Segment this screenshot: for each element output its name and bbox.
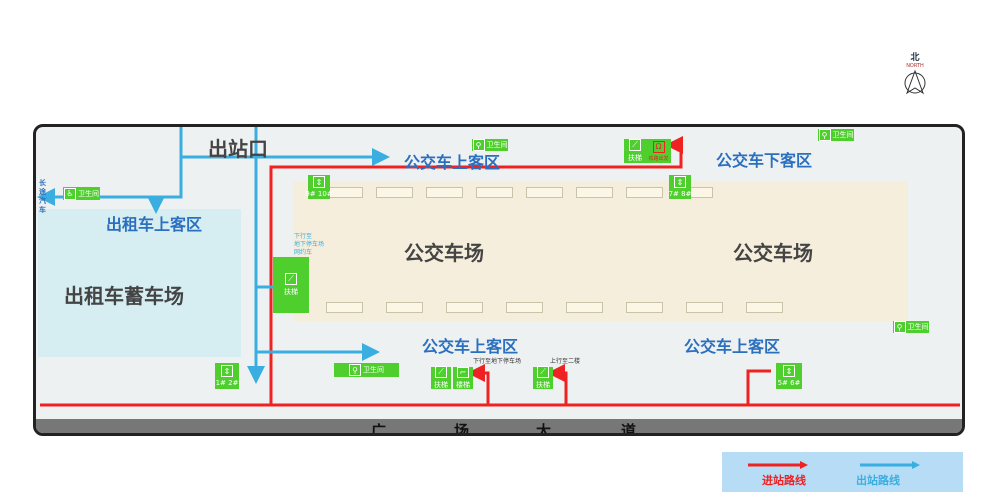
bus-board-north-label: 公交车上客区 xyxy=(404,153,501,172)
inbound-route xyxy=(40,136,960,407)
bus-drop-label: 公交车下客区 xyxy=(716,151,813,170)
bus-yard xyxy=(293,181,908,321)
toilet-sign: ⚲卫生间 xyxy=(334,363,399,377)
bus-board-south-label: 公交车上客区 xyxy=(422,337,519,356)
north-arrow-icon xyxy=(904,69,926,95)
bus-yard-east-label: 公交车场 xyxy=(733,241,813,265)
down-parking-note: 下行至地下停车场 xyxy=(473,358,522,365)
elevator-icon: ⇕ xyxy=(674,176,686,188)
toilet-sign: ♿卫生间 xyxy=(63,187,100,200)
elevator-icon: ⇕ xyxy=(313,176,325,188)
taxi-board-label: 出租车上客区 xyxy=(106,215,203,234)
bus-yard-west-label: 公交车场 xyxy=(404,241,484,265)
elevator-icon: ⇕ xyxy=(221,365,233,377)
plaza-avenue-road: 广 场 大 道 xyxy=(36,419,962,436)
legend: 进站路线 出站路线 xyxy=(722,452,963,492)
taxi-pool-label: 出租车蓄车场 xyxy=(64,284,184,308)
road-char: 道 xyxy=(621,422,637,436)
escalator-icon: ⟋ xyxy=(629,139,641,151)
escalator-icon: ⟋ xyxy=(435,366,447,378)
elevator-9-10: ⇕9# 10# xyxy=(305,175,333,199)
taxi-pool-area xyxy=(38,209,241,357)
inbound-legend-label: 进站路线 xyxy=(762,474,806,487)
station-map: 广 场 大 道 出站口 公交车上客区 公交车下客区 公交车场 公交车场 公交车上… xyxy=(33,124,965,436)
escalator-sign: ⟋扶梯 xyxy=(431,366,451,389)
bays xyxy=(326,187,886,313)
stairs-sign: ⌐楼梯 xyxy=(453,366,473,389)
compass-north-label: 北 xyxy=(910,53,920,63)
exit-label: 出站口 xyxy=(208,137,268,161)
coach-label: 长途汽车 xyxy=(39,179,46,214)
rail-icon: Ω xyxy=(652,140,665,153)
road-char: 大 xyxy=(536,422,552,436)
stairs-icon: ⌐ xyxy=(457,366,469,378)
compass-north-sub: NORTH xyxy=(906,63,924,69)
toilet-sign: ⚲卫生间 xyxy=(818,129,854,141)
escalator-sign: ⟋扶梯 xyxy=(273,257,309,313)
elevator-5-6: ⇕5# 6# xyxy=(776,363,802,389)
elevator-7-8: ⇕7# 8# xyxy=(669,175,691,199)
escalator-sign: ⟋扶梯 xyxy=(624,139,646,163)
elevator-1-2: ⇕1# 2# xyxy=(215,363,239,389)
compass: 北 NORTH xyxy=(900,50,930,99)
routes xyxy=(37,127,960,407)
down-parking-note: 下行至 地下停车场 网约车 xyxy=(294,233,325,256)
outbound-legend-arrow-icon xyxy=(860,461,920,469)
toilet-sign: ⚲卫生间 xyxy=(472,139,508,151)
road-char: 广 xyxy=(371,422,387,436)
escalator-icon: ⟋ xyxy=(537,366,549,378)
escalator-sign: ⟋扶梯 xyxy=(533,366,553,389)
inbound-legend-arrow-icon xyxy=(748,461,808,469)
outbound-legend-label: 出站路线 xyxy=(856,474,900,487)
road-char: 场 xyxy=(454,422,470,436)
up-floor-note: 上行至二楼 xyxy=(550,358,581,365)
toilet-sign: ⚲卫生间 xyxy=(893,321,929,333)
bus-board-south-label: 公交车上客区 xyxy=(684,337,781,356)
escalator-icon: ⟋ xyxy=(285,273,297,285)
elevator-icon: ⇕ xyxy=(783,365,795,377)
outbound-route xyxy=(37,127,390,384)
